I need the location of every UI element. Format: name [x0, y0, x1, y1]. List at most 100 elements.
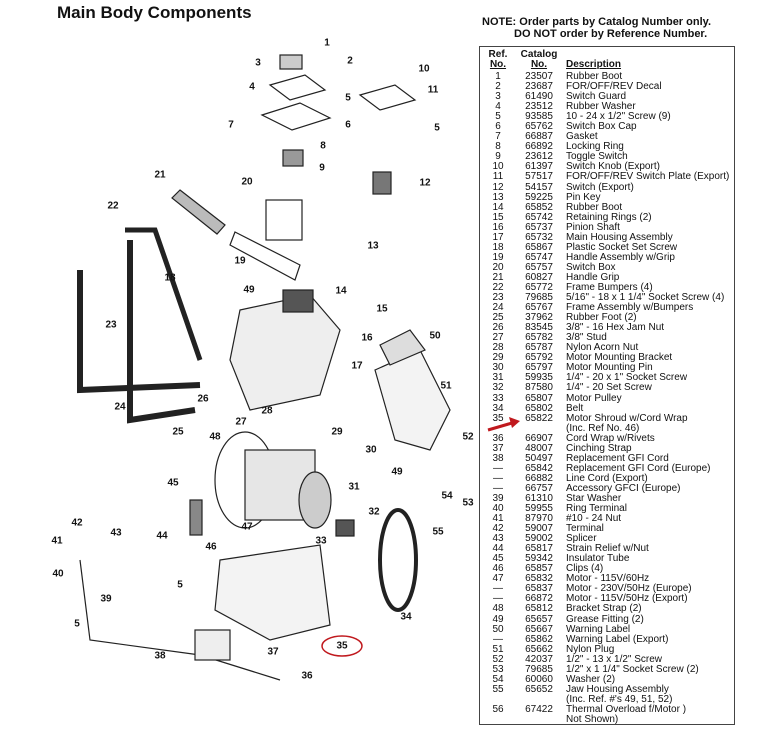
ref-no: 1 — [495, 71, 501, 82]
description: Washer (2) — [566, 673, 616, 685]
callout-28: 28 — [261, 405, 273, 417]
callout-41: 41 — [51, 535, 63, 547]
callout-52: 52 — [462, 431, 474, 443]
description: FOR/OFF/REV Decal — [566, 81, 662, 93]
table-row: Not Shown) — [480, 714, 734, 725]
callout-37: 37 — [267, 646, 279, 658]
catalog-no: 65837 — [525, 583, 553, 595]
description: Ring Terminal — [566, 503, 627, 515]
callout-32: 32 — [368, 506, 380, 518]
callout-21: 21 — [154, 169, 166, 181]
ref-no: 38 — [492, 452, 504, 464]
catalog-no: 66882 — [525, 472, 553, 484]
catalog-no: 65817 — [525, 543, 553, 555]
callout-10: 10 — [418, 63, 430, 75]
ref-no: 51 — [492, 643, 504, 655]
catalog-no: 65807 — [525, 392, 553, 404]
catalog-no: 65832 — [525, 573, 553, 585]
description: 1/2" - 13 x 1/2" Screw — [566, 653, 663, 665]
ref-no: 35 — [492, 412, 504, 424]
catalog-no: 66887 — [525, 131, 553, 143]
catalog-no: 65862 — [525, 633, 553, 645]
catalog-no: 67422 — [525, 703, 553, 715]
description: Pinion Shaft — [566, 221, 620, 233]
description: #10 - 24 Nut — [566, 513, 622, 525]
callout-20: 20 — [241, 176, 253, 188]
parts-table — [479, 46, 735, 725]
ref-no: 3 — [495, 91, 501, 103]
ref-no: 52 — [492, 653, 504, 665]
description: Switch Guard — [566, 91, 627, 103]
description: FOR/OFF/REV Switch Plate (Export) — [566, 171, 730, 183]
catalog-no: 79685 — [525, 663, 553, 675]
ref-no: 36 — [492, 432, 504, 444]
catalog-no: 87580 — [525, 382, 553, 394]
ref-no: — — [493, 472, 503, 484]
ref-no: 55 — [492, 683, 504, 695]
catalog-no: 48007 — [525, 442, 553, 454]
description: Motor - 230V/50Hz (Europe) — [566, 583, 692, 595]
description: Cord Wrap w/Rivets — [566, 432, 655, 444]
ref-no: 31 — [492, 372, 504, 384]
ref-no: 19 — [492, 251, 504, 263]
description: Clips (4) — [566, 563, 604, 575]
callout-53: 53 — [462, 497, 474, 509]
ref-no: 23 — [492, 292, 504, 304]
catalog-no: 65657 — [525, 613, 553, 625]
ref-no — [480, 715, 516, 725]
catalog-no: 23612 — [525, 151, 553, 163]
table-row: (Inc. Ref No. 46) — [480, 423, 734, 434]
description: Motor Mounting Bracket — [566, 352, 673, 364]
ref-no: 50 — [492, 623, 504, 635]
description: Switch Box Cap — [566, 121, 637, 133]
description: Motor Pulley — [566, 392, 622, 404]
callout-4: 4 — [249, 81, 255, 93]
header-ref: Ref.No. — [488, 49, 508, 70]
callout-30: 30 — [365, 444, 377, 456]
description: Grease Fitting (2) — [566, 613, 644, 625]
catalog-no: 57517 — [525, 171, 553, 183]
catalog-no: 87970 — [525, 513, 553, 525]
callout-38: 38 — [154, 650, 166, 662]
callout-33: 33 — [315, 535, 327, 547]
callout-5: 5 — [74, 618, 80, 630]
description: Handle Assembly w/Grip — [566, 251, 675, 263]
catalog-no: 61397 — [525, 161, 553, 173]
callout-40: 40 — [52, 568, 64, 580]
ref-no: 33 — [492, 392, 504, 404]
description: Main Housing Assembly — [566, 231, 673, 243]
ref-no: 7 — [495, 131, 501, 143]
callout-5: 5 — [345, 92, 351, 104]
callout-19: 19 — [234, 255, 246, 267]
catalog-no: 65747 — [525, 251, 553, 263]
description: Motor Mounting Pin — [566, 362, 653, 374]
description: Switch Box — [566, 261, 616, 273]
ref-no: 12 — [492, 181, 504, 193]
description: Rubber Boot — [566, 201, 623, 213]
description: Frame Assembly w/Bumpers — [566, 302, 694, 314]
ref-no: 22 — [492, 281, 504, 293]
ref-no: 15 — [492, 211, 504, 223]
catalog-no: 79685 — [525, 292, 553, 304]
catalog-no: 65782 — [525, 332, 553, 344]
ref-no: 9 — [495, 151, 501, 163]
catalog-no: 66757 — [525, 482, 553, 494]
catalog-no: 59935 — [525, 372, 553, 384]
ref-no: 16 — [492, 221, 504, 233]
